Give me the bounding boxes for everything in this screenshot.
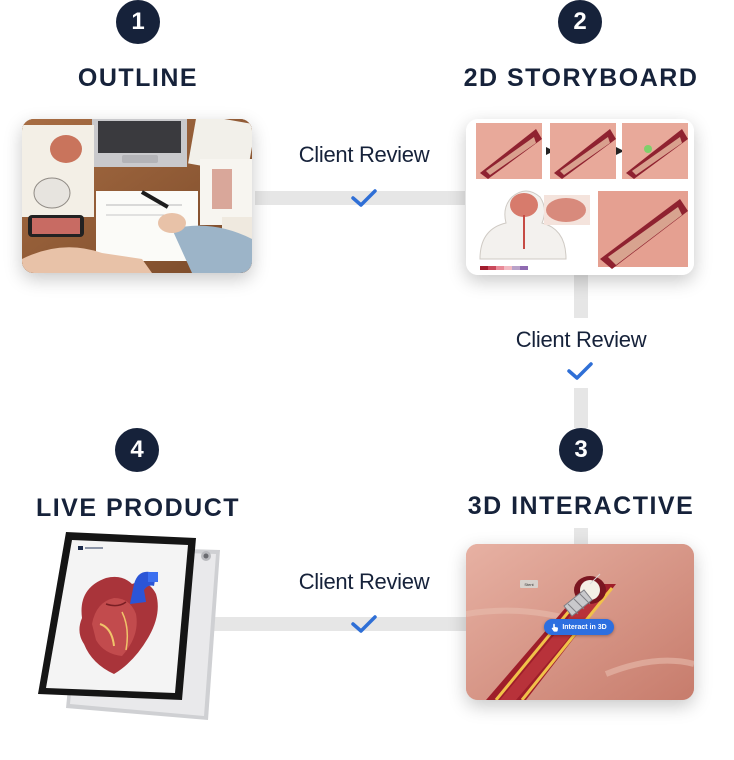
step-number-badge-1: 1 [116,0,160,44]
outline-photo-illustration [22,119,252,273]
connector-live-to-interactive [205,617,467,631]
check-icon [567,362,593,380]
step-title-3d-interactive: 3D INTERACTIVE [467,492,695,520]
interact-in-3d-button[interactable]: Interact in 3D [544,619,614,635]
storyboard-illustration [466,119,694,275]
client-review-label-1: Client Review [298,142,430,167]
step-number: 2 [573,8,587,35]
stent-tag-label: Stent [524,581,534,587]
tablet-heart-illustration [38,532,220,720]
client-review-label-3: Client Review [298,569,430,594]
step-title-live-product: LIVE PRODUCT [35,494,241,522]
step-number: 4 [130,436,144,463]
step-title-2d-storyboard: 2D STORYBOARD [463,64,699,92]
connector-outline-to-storyboard [255,191,465,205]
step-number: 1 [131,8,145,35]
connector-storyboard-to-interactive-top [574,272,588,318]
connector-storyboard-to-interactive-bottom [574,388,588,428]
step-number-badge-3: 3 [559,428,603,472]
live-product-tablet-image [30,528,230,728]
check-icon [351,189,377,207]
interactive-3d-image: Stent Interact in 3D [466,544,694,700]
stent-tag: Stent [520,580,538,588]
hand-pointer-icon [552,623,559,632]
interact-in-3d-label: Interact in 3D [562,623,607,631]
step-number-badge-2: 2 [558,0,602,44]
check-icon [351,615,377,633]
step-title-outline: OUTLINE [77,64,199,92]
storyboard-image [466,119,694,275]
step-number: 3 [574,436,588,463]
connector-interactive-stub [574,528,588,544]
client-review-label-2: Client Review [515,327,647,352]
outline-image [22,119,252,273]
step-number-badge-4: 4 [115,428,159,472]
